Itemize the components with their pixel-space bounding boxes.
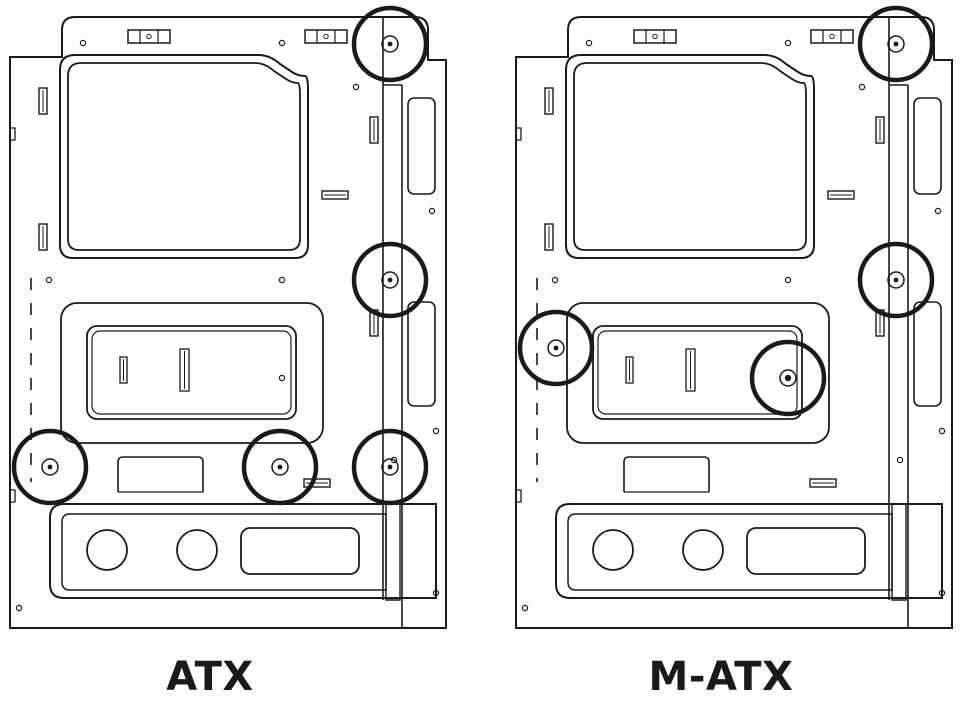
- matx-standoff-ring: [752, 342, 824, 414]
- atx-tray-panel: [9, 8, 447, 629]
- atx-standoff-ring: [354, 431, 426, 503]
- matx-standoff-ring: [520, 312, 592, 384]
- matx-label: M-ATX: [648, 654, 794, 700]
- atx-standoff-ring: [354, 8, 426, 80]
- atx-standoff-ring: [354, 244, 426, 316]
- matx-tray-panel: [515, 8, 953, 629]
- atx-standoff-ring: [244, 431, 316, 503]
- atx-label: ATX: [166, 654, 254, 700]
- atx-standoff-ring: [14, 431, 86, 503]
- matx-standoff-ring: [860, 8, 932, 80]
- matx-standoff-ring: [860, 244, 932, 316]
